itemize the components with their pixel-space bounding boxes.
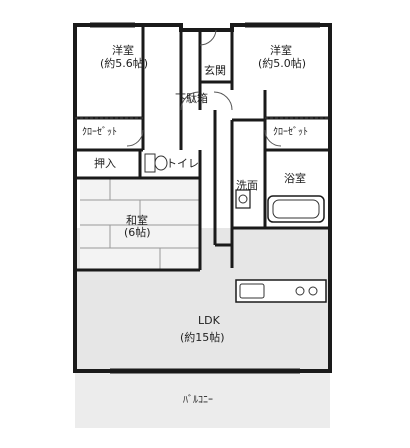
washroom-label: 洗面	[236, 179, 258, 192]
washbasin	[235, 189, 251, 209]
western-room-2-name: 洋室	[270, 44, 292, 57]
western-room-1-size: (約5.6帖)	[100, 57, 149, 70]
japanese-room-size: (6帖)	[124, 226, 151, 239]
door-swings	[126, 29, 282, 147]
ldk-name: LDK	[198, 314, 220, 327]
bathroom-label: 浴室	[284, 172, 306, 185]
bathtub	[267, 195, 325, 223]
japanese-room-name: 和室	[126, 214, 148, 227]
tatami-lines	[80, 178, 200, 270]
toilet-label: トイレ	[166, 157, 199, 170]
kitchen-counter	[235, 279, 327, 303]
western-room-2-size: (約5.0帖)	[258, 57, 307, 70]
oshiire-label: 押入	[94, 157, 116, 170]
toilet-fixture	[144, 153, 168, 173]
closet-left-label: ｸﾛｰｾﾞｯﾄ	[82, 127, 117, 138]
windows	[90, 22, 320, 374]
balcony-label: ﾊﾞﾙｺﾆｰ	[183, 395, 213, 406]
closet-right-label: ｸﾛｰｾﾞｯﾄ	[273, 127, 308, 138]
entrance-label: 玄関	[204, 64, 226, 77]
shoe-storage-label: 下駄箱	[175, 92, 208, 105]
western-room-1-name: 洋室	[112, 44, 134, 57]
ldk-size: (約15帖)	[180, 331, 225, 344]
balcony-floor	[75, 371, 330, 428]
